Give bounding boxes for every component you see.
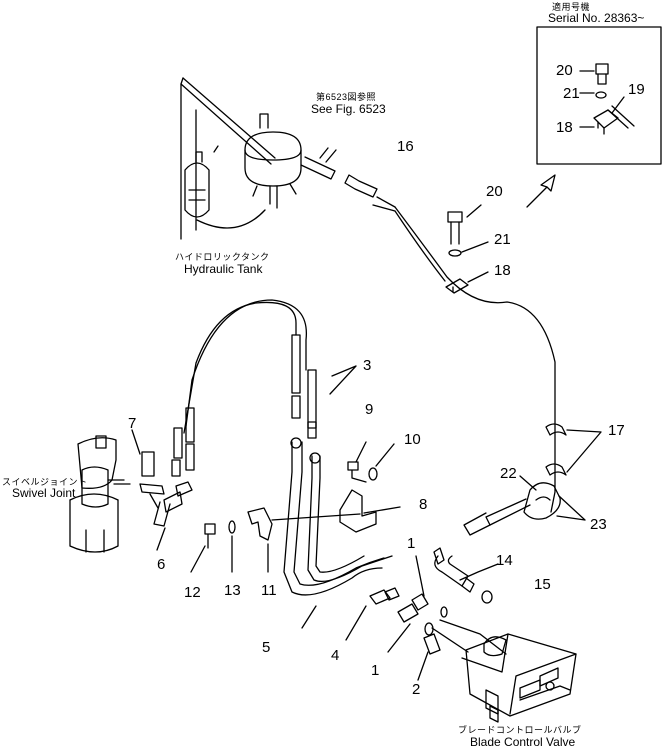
clamp-11 <box>190 507 273 573</box>
hose-14 <box>433 547 499 604</box>
callout-5: 5 <box>262 639 271 656</box>
callout-inset-18: 18 <box>556 119 573 136</box>
callout-8: 8 <box>419 496 428 513</box>
callout-6: 6 <box>157 556 166 573</box>
bracket-8 <box>271 441 401 533</box>
swivel-joint <box>69 429 193 553</box>
elbow-22 <box>463 475 586 536</box>
callout-17: 17 <box>608 422 625 439</box>
pipes-4-5 <box>283 437 400 605</box>
see-fig-label: See Fig. 6523 <box>311 102 386 116</box>
callout-10: 10 <box>404 431 421 448</box>
callout-1b: 1 <box>371 662 380 679</box>
callout-1a: 1 <box>407 535 416 552</box>
callout-18: 18 <box>494 262 511 279</box>
callout-inset-19: 19 <box>628 81 645 98</box>
clamps-17 <box>545 423 602 476</box>
swivel-joint-jp: スイベルジョイント <box>2 477 88 487</box>
callout-9: 9 <box>365 401 374 418</box>
blade-valve-jp: ブレードコントロールバルブ <box>458 725 582 735</box>
fittings-1-2 <box>301 555 507 681</box>
callout-3: 3 <box>363 357 372 374</box>
blade-control-valve <box>461 633 577 723</box>
direction-arrow <box>526 174 556 208</box>
swivel-joint-label: Swivel Joint <box>12 486 76 500</box>
callout-15: 15 <box>534 576 551 593</box>
callout-20: 20 <box>486 183 503 200</box>
callout-16: 16 <box>397 138 414 155</box>
see-fig-jp: 第6523図参照 <box>316 92 377 102</box>
callout-21: 21 <box>494 231 511 248</box>
blade-valve-label: Blade Control Valve <box>470 735 576 748</box>
hoses-3 <box>171 299 357 477</box>
hydraulic-tank-label: Hydraulic Tank <box>184 262 263 276</box>
callout-12: 12 <box>184 584 201 601</box>
hydraulic-tank-jp: ハイドロリックタンク <box>175 252 270 262</box>
callout-2: 2 <box>412 681 421 698</box>
hydraulic-tank <box>180 77 337 240</box>
serial-applicability-jp: 適用号機 <box>552 2 591 12</box>
callout-13: 13 <box>224 582 241 599</box>
callout-inset-21: 21 <box>563 85 580 102</box>
serial-inset <box>536 26 662 165</box>
serial-number-label: Serial No. 28363~ <box>548 11 645 25</box>
callout-11: 11 <box>261 582 277 599</box>
callout-22: 22 <box>500 465 517 482</box>
callout-23: 23 <box>590 516 607 533</box>
callout-14: 14 <box>496 552 513 569</box>
clamp-assembly <box>445 204 489 294</box>
callout-7: 7 <box>128 415 137 432</box>
callout-inset-20: 20 <box>556 62 573 79</box>
hose-16 <box>344 174 556 513</box>
callout-4: 4 <box>331 647 340 664</box>
